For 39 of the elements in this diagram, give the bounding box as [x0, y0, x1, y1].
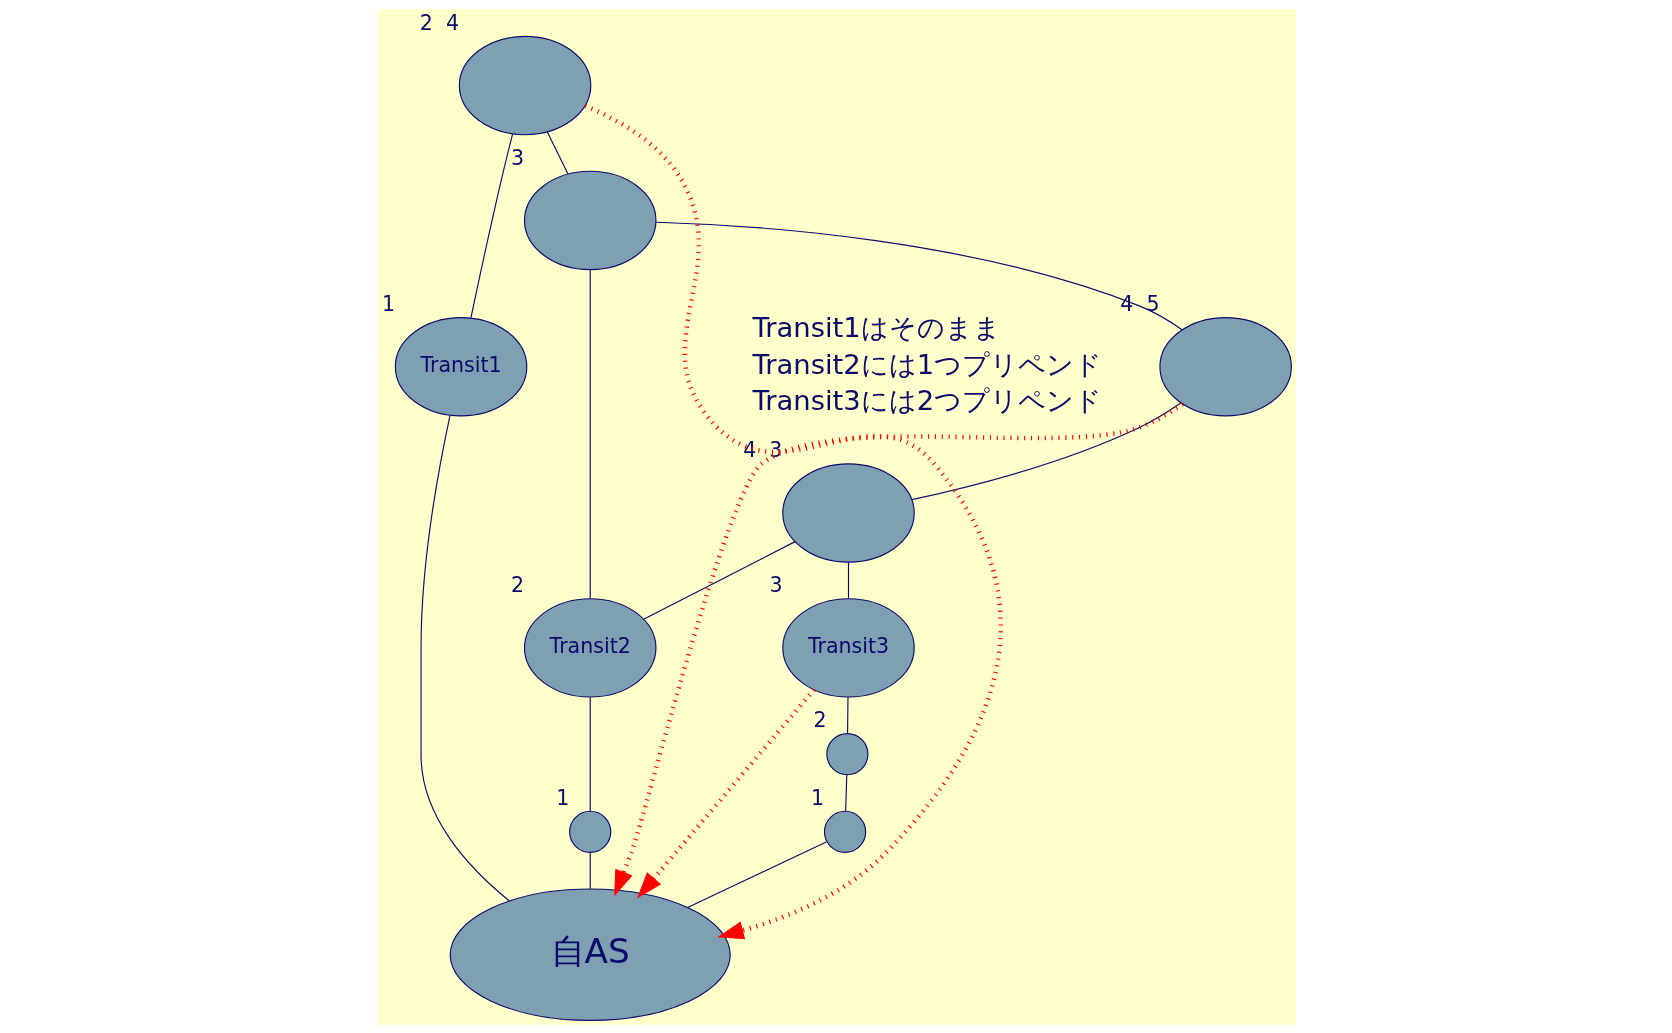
- node-label: 1: [810, 785, 824, 810]
- arrow: [583, 103, 1003, 939]
- connector: [655, 221, 1183, 330]
- node-label: 2: [812, 707, 826, 732]
- node-ellipse: [523, 170, 656, 270]
- node-label: 1: [555, 785, 569, 810]
- node-label: 3: [768, 572, 782, 597]
- connector: [589, 696, 591, 812]
- arrow: [613, 401, 1184, 897]
- connector: [546, 130, 568, 174]
- node-ellipse: Transit2: [523, 597, 656, 698]
- connector: [643, 540, 796, 620]
- node-ellipse: [1158, 316, 1292, 416]
- connector: [910, 401, 1182, 500]
- node-circle: [825, 732, 868, 775]
- node-label: 3: [510, 145, 524, 170]
- node-ellipse: 自AS: [449, 887, 731, 1021]
- connector: [589, 268, 591, 599]
- connector: [589, 851, 591, 889]
- connector: [846, 695, 849, 734]
- connector: [469, 133, 513, 318]
- node-label: 2 4: [419, 10, 459, 35]
- label: Transit2には1つプリペンド: [752, 348, 1102, 380]
- connector: [686, 840, 827, 908]
- node-ellipse: Transit1: [394, 316, 527, 416]
- node-ellipse: [458, 35, 591, 135]
- connector: [844, 773, 847, 812]
- node-label: 1: [381, 291, 395, 316]
- node-circle: [823, 810, 866, 853]
- label: Transit3には2つプリペンド: [752, 384, 1102, 416]
- node-label: 2: [510, 572, 524, 597]
- node-ellipse: Transit3: [781, 597, 915, 698]
- label: Transit1はそのまま: [752, 311, 1001, 343]
- connector: [420, 414, 510, 901]
- node-label: 4 3: [742, 437, 782, 462]
- connector: [847, 561, 849, 599]
- node-ellipse: [781, 462, 915, 563]
- node-circle: [568, 810, 611, 853]
- arrow: [636, 687, 816, 898]
